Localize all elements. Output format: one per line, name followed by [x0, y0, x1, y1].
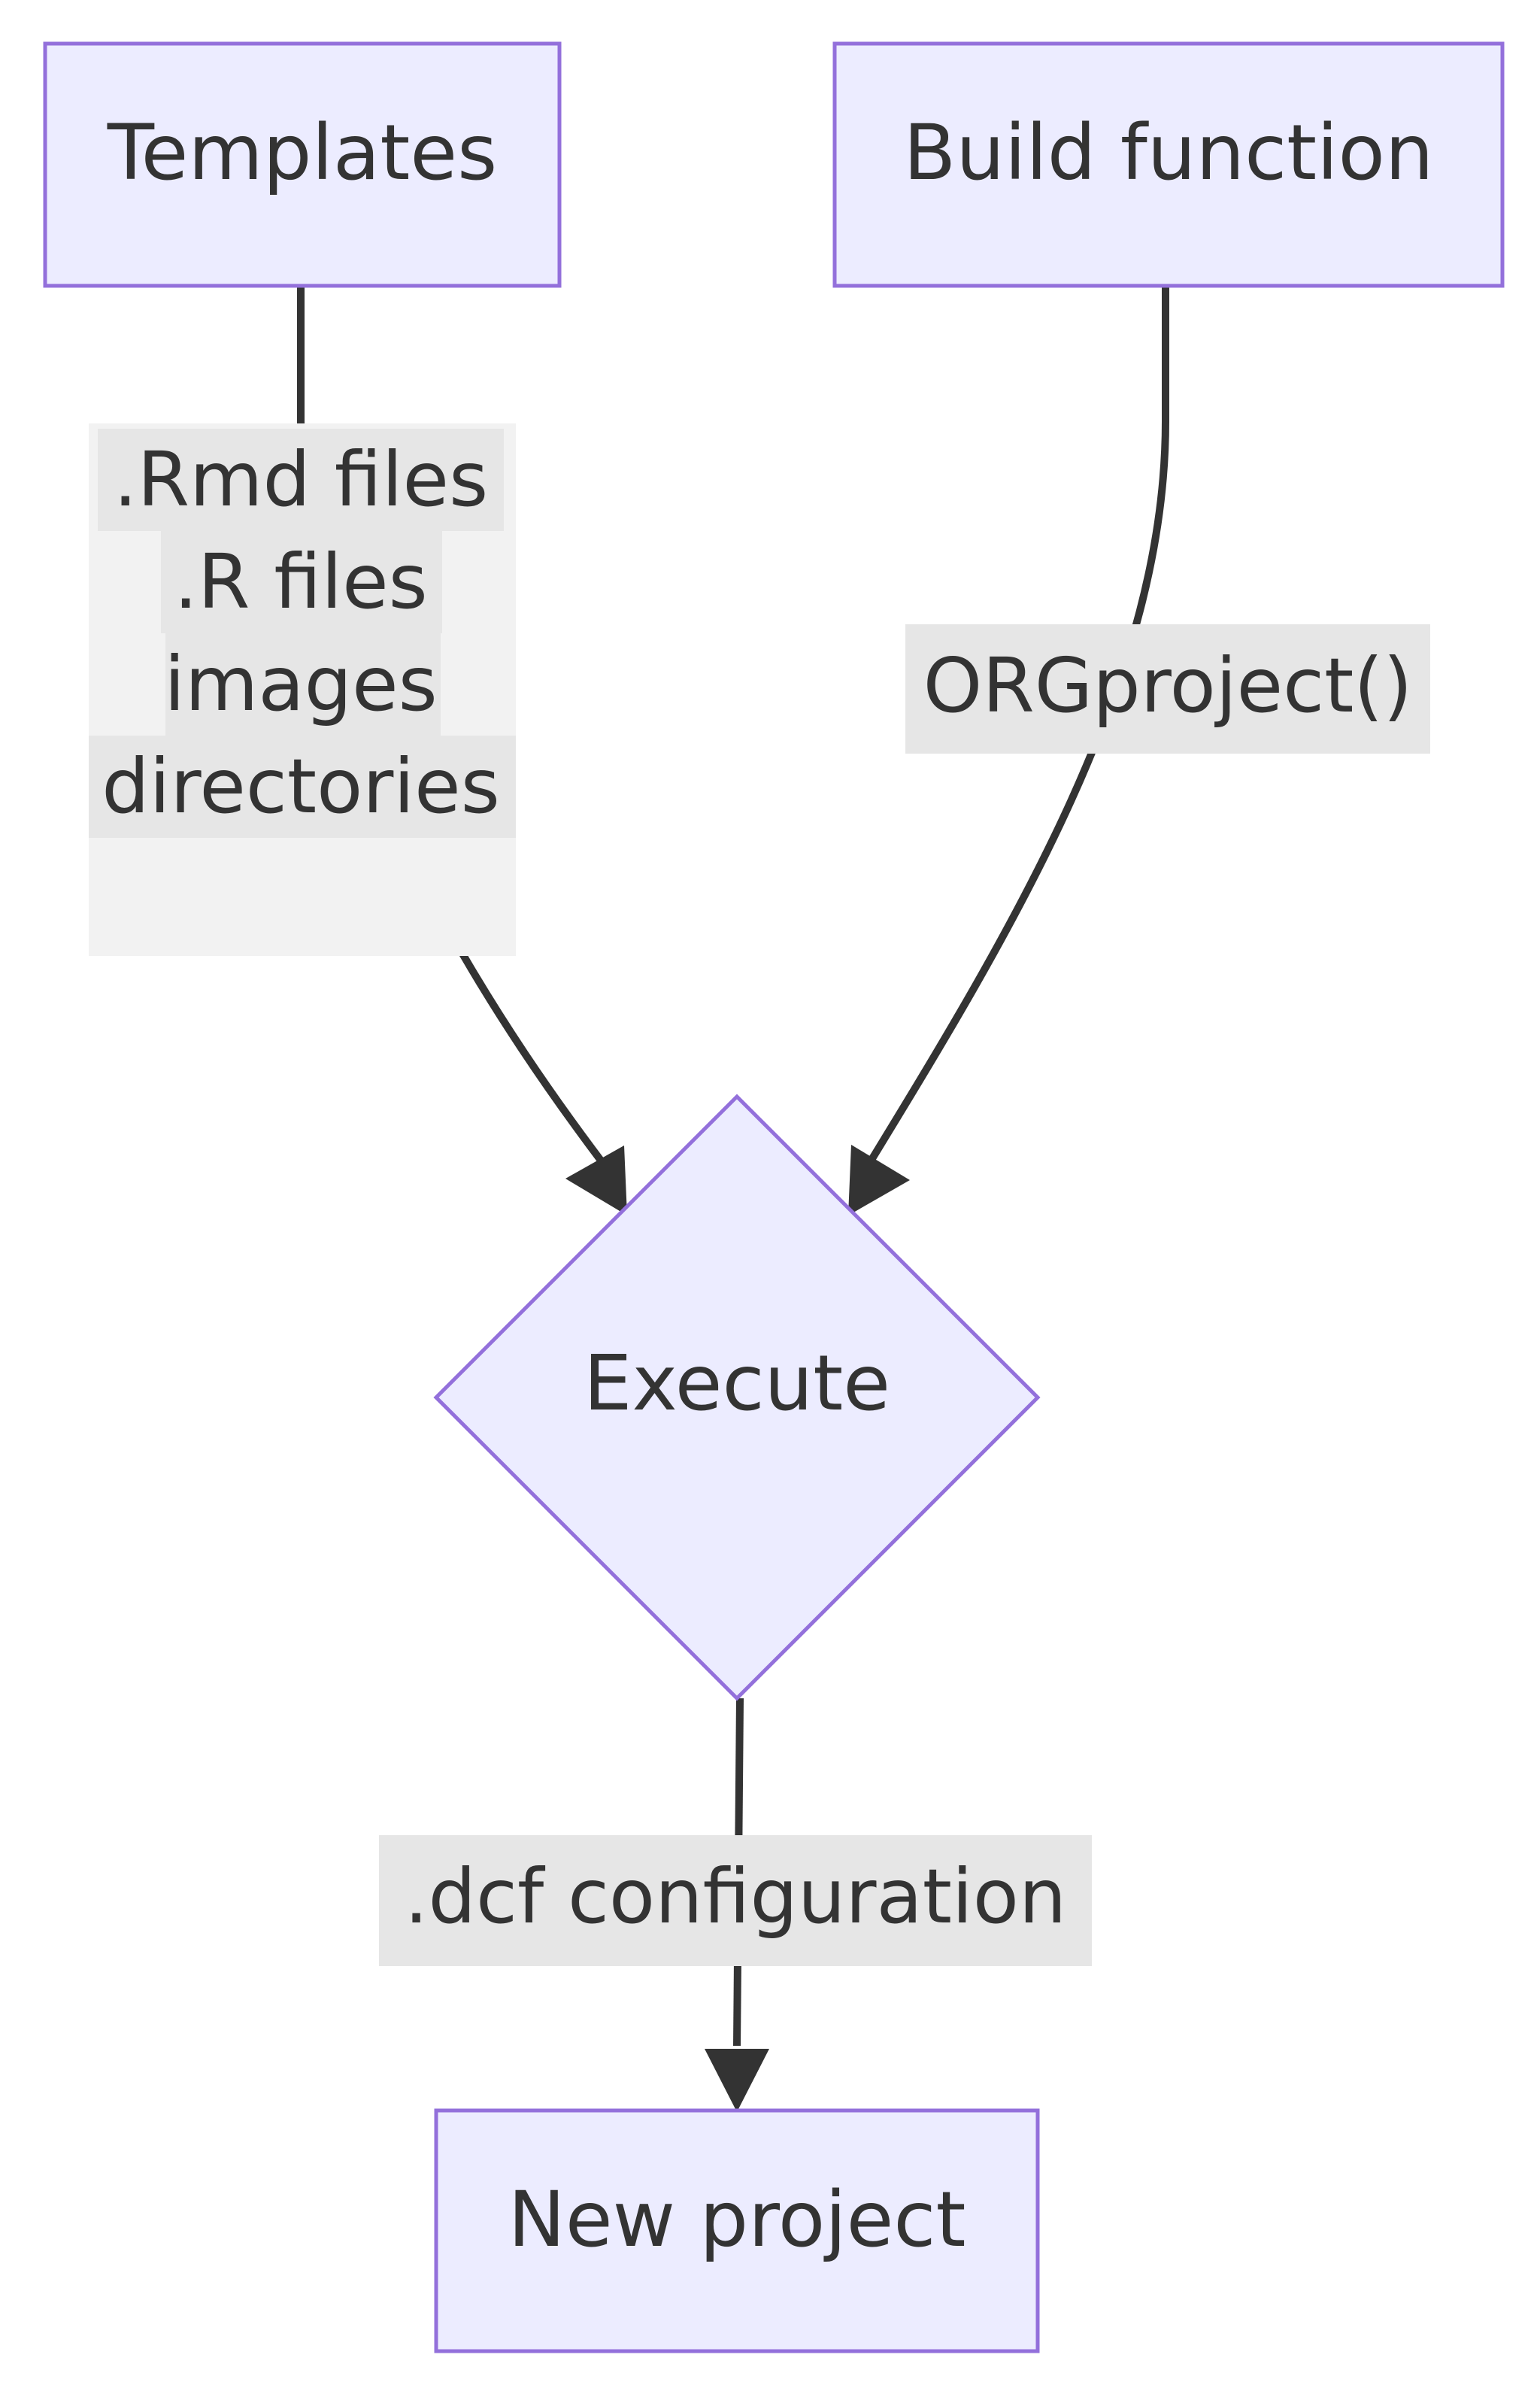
edge-label-line-bg: [161, 531, 442, 633]
edge-label-line: .dcf configuration: [405, 1852, 1067, 1940]
node-label: Execute: [584, 1339, 890, 1428]
arrowhead-execute-newproject: [705, 2049, 769, 2112]
edge-label-line: .Rmd files: [114, 435, 488, 523]
edge-label-background: [905, 624, 1430, 754]
node-execute: Execute: [433, 1094, 1041, 1701]
edge-label-line: ORGproject(): [923, 642, 1413, 730]
node-new-project: New project: [434, 2108, 1040, 2353]
node-label: Build function: [903, 108, 1433, 198]
edge-label-execute-newproject: .dcf configuration: [379, 1835, 1092, 1966]
node-label: Templates: [107, 108, 498, 198]
decision-diamond: [433, 1094, 1041, 1701]
edge-label-line-bg: [165, 633, 441, 736]
edge-label-line: .R files: [174, 538, 427, 626]
node-build-function: Build function: [832, 41, 1505, 288]
node-box: [832, 41, 1505, 288]
node-box: [434, 2108, 1040, 2353]
arrowhead-build-execute: [848, 1145, 910, 1215]
arrowhead-templates-execute: [565, 1145, 627, 1215]
edge-label-background: [379, 1835, 1092, 1966]
edge-label-line: directories: [102, 742, 500, 830]
edge-label-line-bg: [98, 429, 504, 531]
edge-label-line-bg: [89, 736, 516, 838]
edge-label-line: images: [164, 640, 438, 728]
edge-build-to-execute: [859, 286, 1169, 1176]
node-label: New project: [508, 2175, 966, 2265]
node-box: [43, 41, 562, 288]
edge-label-templates-execute: .Rmd files .R files images directories: [89, 423, 516, 956]
edge-label-build-execute: ORGproject(): [905, 624, 1430, 754]
node-templates: Templates: [43, 41, 562, 288]
